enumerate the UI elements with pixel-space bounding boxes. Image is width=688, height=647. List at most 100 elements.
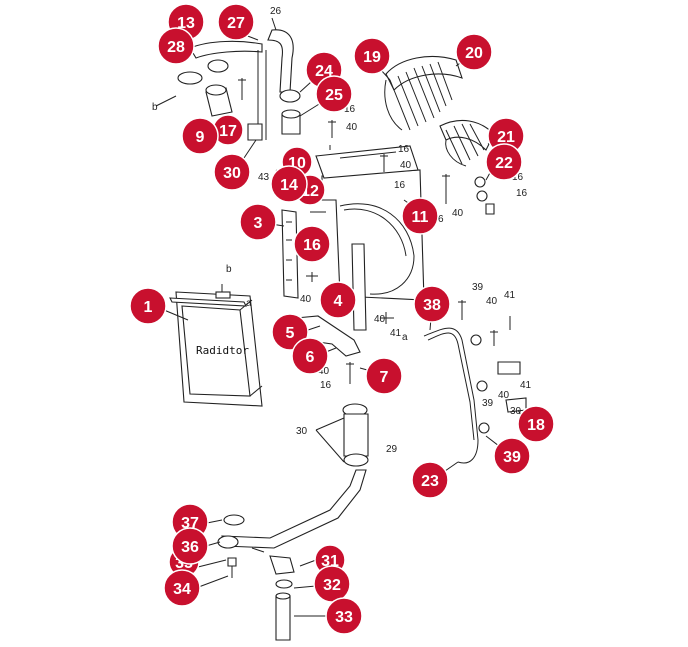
label-16: 16: [512, 172, 524, 183]
callout-3: 3: [239, 203, 277, 241]
label-26: 26: [270, 6, 282, 17]
svg-text:9: 9: [196, 129, 205, 146]
svg-text:32: 32: [323, 577, 341, 594]
label-40: 40: [486, 296, 498, 307]
callout-27: 27: [217, 3, 255, 41]
callout-17: 17: [212, 114, 244, 146]
callout-36: 36: [171, 527, 209, 565]
overflow-pipe: [423, 300, 527, 464]
fan-guard-upper: [384, 55, 463, 131]
label-40: 40: [498, 390, 510, 401]
label-16: 16: [398, 144, 410, 155]
label-6: 6: [438, 214, 444, 225]
svg-text:28: 28: [167, 39, 185, 56]
letter-b-radiator: b: [226, 264, 232, 275]
svg-text:18: 18: [527, 417, 545, 434]
callout-38: 38: [413, 285, 451, 323]
svg-text:3: 3: [254, 215, 263, 232]
svg-text:25: 25: [325, 87, 343, 104]
svg-text:27: 27: [227, 15, 245, 32]
label-40: 30: [510, 406, 522, 417]
callout-18: 18: [517, 405, 555, 443]
lower-water-pipe: [217, 469, 367, 578]
drain-pipe: [275, 595, 291, 641]
fan-guard-lower: [439, 119, 495, 167]
svg-text:37: 37: [181, 515, 199, 532]
label-41: 41: [390, 328, 402, 339]
callout-25: 25: [315, 75, 353, 113]
bypass-hose: [189, 40, 263, 59]
svg-text:22: 22: [495, 155, 513, 172]
svg-text:14: 14: [280, 177, 298, 194]
svg-text:24: 24: [315, 63, 333, 80]
side-plate-left: [281, 209, 299, 299]
label-16: 16: [344, 104, 356, 115]
label-41: 41: [520, 380, 532, 391]
letter-b-top: b: [152, 102, 158, 113]
label-16: 16: [516, 188, 528, 199]
svg-text:13: 13: [177, 15, 195, 32]
svg-text:19: 19: [363, 49, 381, 66]
label-41: 41: [504, 290, 516, 301]
svg-text:17: 17: [219, 123, 237, 140]
svg-text:34: 34: [173, 581, 191, 598]
svg-text:30: 30: [223, 165, 241, 182]
part-drawings: [155, 17, 527, 641]
radiator-drawing: [169, 284, 263, 407]
callout-30-top: 30: [213, 153, 251, 191]
svg-text:33: 33: [335, 609, 353, 626]
svg-text:21: 21: [497, 129, 515, 146]
callout-22: 22: [485, 143, 523, 181]
label-40: 40: [346, 122, 358, 133]
label-16: 16: [394, 180, 406, 191]
callout-28: 28: [157, 27, 195, 65]
callout-14: 14: [270, 165, 308, 203]
label-30: 30: [296, 426, 308, 437]
fan-shroud: [315, 145, 425, 301]
lower-hose-segment: [315, 403, 369, 467]
svg-text:4: 4: [334, 293, 343, 310]
label-40: 40: [400, 160, 412, 171]
label-39: 39: [472, 282, 484, 293]
label-43: 43: [258, 172, 270, 183]
callout-7: 7: [365, 357, 403, 395]
side-plate-right: [351, 243, 367, 331]
callout-1: 1: [129, 287, 167, 325]
svg-text:36: 36: [181, 539, 199, 556]
callout-badges: 10 12 17 35 31 13 27 28 24 25 19: [129, 3, 555, 635]
letter-a-pipe: a: [402, 332, 408, 343]
label-16: 16: [320, 380, 332, 391]
callout-11: 11: [401, 197, 439, 235]
letter-a-radiator: a: [246, 298, 252, 309]
svg-text:16: 16: [303, 237, 321, 254]
callout-4: 4: [319, 281, 357, 319]
callout-20: 20: [455, 33, 493, 71]
callout-32: 32: [313, 565, 351, 603]
callout-34: 34: [163, 569, 201, 607]
svg-text:5: 5: [286, 325, 295, 342]
svg-text:7: 7: [380, 369, 389, 386]
label-40: 40: [318, 366, 330, 377]
svg-text:6: 6: [306, 349, 315, 366]
label-39: 39: [482, 398, 494, 409]
part-number-labels: 26 16 40 43 16 40 16 40 16 6 40 16 40 41…: [258, 6, 532, 455]
radiator-label: Radidtor: [196, 344, 249, 357]
callout-39: 39: [493, 437, 531, 475]
upper-hose: [267, 29, 294, 93]
label-29: 29: [386, 444, 398, 455]
callout-19: 19: [353, 37, 391, 75]
svg-text:39: 39: [503, 449, 521, 466]
svg-text:23: 23: [421, 473, 439, 490]
callout-33: 33: [325, 597, 363, 635]
label-40: 40: [374, 314, 386, 325]
callout-9: 9: [181, 117, 219, 155]
svg-text:20: 20: [465, 45, 483, 62]
svg-text:38: 38: [423, 297, 441, 314]
callout-23: 23: [411, 461, 449, 499]
label-40: 40: [452, 208, 464, 219]
connection-letters: b a b a: [152, 102, 408, 343]
label-40: 40: [300, 294, 312, 305]
callout-16: 16: [293, 225, 331, 263]
svg-text:1: 1: [144, 299, 153, 316]
